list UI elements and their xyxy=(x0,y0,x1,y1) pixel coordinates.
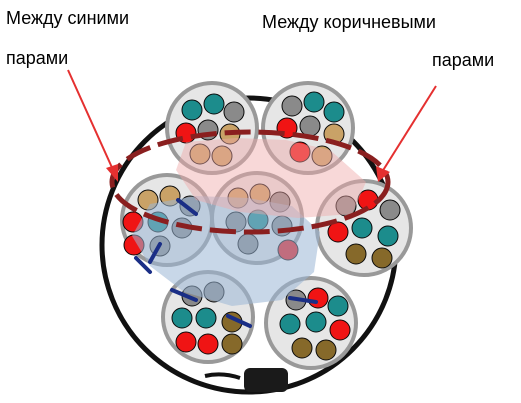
arrow-blue-pairs-line xyxy=(67,69,115,173)
blue-separator-strokes xyxy=(134,198,318,328)
arrow-blue-pairs-head xyxy=(106,164,118,182)
label-between-brown-pairs-line2: парами xyxy=(432,50,495,70)
label-between-brown-pairs-line1: Между коричневыми xyxy=(262,12,436,32)
sub-bundle-middle-right xyxy=(315,179,413,277)
arrow-brown-pairs-head xyxy=(376,166,390,182)
arrow-brown-pairs-line xyxy=(381,85,437,173)
label-between-blue-pairs-line1: Между синими xyxy=(6,8,130,28)
brown-pairs-loop xyxy=(109,129,391,235)
brown-pairs-highlight-zone xyxy=(176,138,366,218)
label-between-blue-pairs-line2: парами xyxy=(6,48,69,68)
drain-wire xyxy=(204,372,241,380)
sub-bundle-bottom-right xyxy=(264,276,358,370)
cable-connector xyxy=(244,368,288,392)
